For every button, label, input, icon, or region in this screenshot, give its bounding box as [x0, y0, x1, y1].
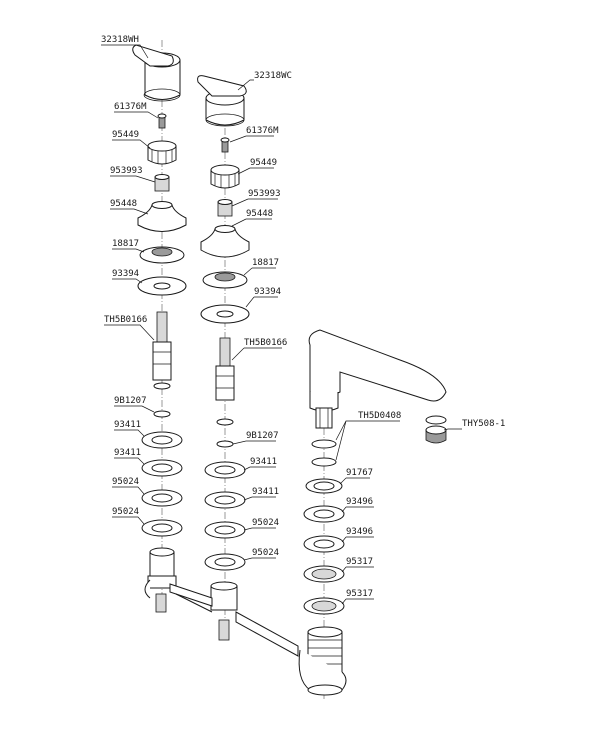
label-washer-right: 93394: [254, 287, 281, 297]
gasket-left-1: [141, 431, 183, 449]
spout-washer-1: [303, 505, 345, 523]
label-gasket-left-1: 93411: [114, 420, 141, 430]
label-screw-left: 61376M: [114, 102, 147, 112]
washer-right: [200, 304, 250, 324]
cartridge-left: [152, 311, 172, 390]
spout-ring: [305, 478, 343, 494]
label-spout-nut-2: 95317: [346, 589, 373, 599]
label-spacer-left-2: 95024: [112, 507, 139, 517]
oring-right-upper: [216, 418, 234, 426]
label-gasket-left-2: 93411: [114, 448, 141, 458]
gasket-left-2: [141, 459, 183, 477]
label-oring-left: 9B1207: [114, 396, 147, 406]
handle-right: [197, 75, 247, 127]
label-oring-right: 9B1207: [246, 431, 279, 441]
label-washer-left: 93394: [112, 269, 139, 279]
ring-left: [139, 246, 185, 264]
label-nut-left: 953993: [110, 166, 143, 176]
gasket-right-2: [204, 491, 246, 509]
label-nut-right: 953993: [248, 189, 281, 199]
label-ring-right: 18817: [252, 258, 279, 268]
label-adapter-right: 95449: [250, 158, 277, 168]
label-spacer-right-1: 95024: [252, 518, 279, 528]
ring-right: [202, 271, 248, 289]
handle-left: [132, 44, 181, 102]
label-cap-right: 95448: [246, 209, 273, 219]
washer-left: [137, 276, 187, 296]
spout-washer-2: [303, 535, 345, 553]
label-spout-washer-1: 93496: [346, 497, 373, 507]
label-cap-left: 95448: [110, 199, 137, 209]
nut-right: [217, 199, 233, 217]
label-handle-left: 32318WH: [101, 35, 139, 45]
spout-oring-2: [311, 457, 337, 467]
label-cartridge-left: TH5B0166: [104, 315, 147, 325]
label-aerator: THY508-1: [462, 419, 505, 429]
label-screw-right: 61376M: [246, 126, 279, 136]
screw-left: [157, 113, 167, 129]
label-spout-nut-1: 95317: [346, 557, 373, 567]
label-spout-ring: 91767: [346, 468, 373, 478]
oring-left: [153, 410, 171, 418]
label-spout-washer-2: 93496: [346, 527, 373, 537]
label-spout: TH5D0408: [358, 411, 401, 421]
spout-oring-1: [311, 439, 337, 449]
label-gasket-right-1: 93411: [250, 457, 277, 467]
cap-right: [200, 225, 250, 258]
adapter-right: [210, 164, 240, 189]
label-adapter-left: 95449: [112, 130, 139, 140]
label-spacer-right-2: 95024: [252, 548, 279, 558]
aerator: [425, 415, 447, 444]
spacer-left-1: [141, 489, 183, 507]
cartridge-right: [215, 337, 235, 401]
spout-nut-2: [303, 597, 345, 615]
label-spacer-left-1: 95024: [112, 477, 139, 487]
label-handle-right: 32318WC: [254, 71, 292, 81]
label-gasket-right-2: 93411: [252, 487, 279, 497]
label-cartridge-right: TH5B0166: [244, 338, 287, 348]
leader-lines: [101, 44, 462, 605]
nut-left: [154, 174, 170, 192]
spacer-right-2: [204, 553, 246, 571]
spout: [308, 329, 447, 429]
spacer-left-2: [141, 519, 183, 537]
label-ring-left: 18817: [112, 239, 139, 249]
valve-body-manifold: [144, 547, 347, 696]
screw-right: [220, 137, 230, 153]
adapter-left: [147, 140, 177, 165]
spout-nut-1: [303, 565, 345, 583]
cap-left: [137, 201, 187, 232]
gasket-right-1: [204, 461, 246, 479]
oring-right: [216, 440, 234, 448]
spacer-right-1: [204, 521, 246, 539]
